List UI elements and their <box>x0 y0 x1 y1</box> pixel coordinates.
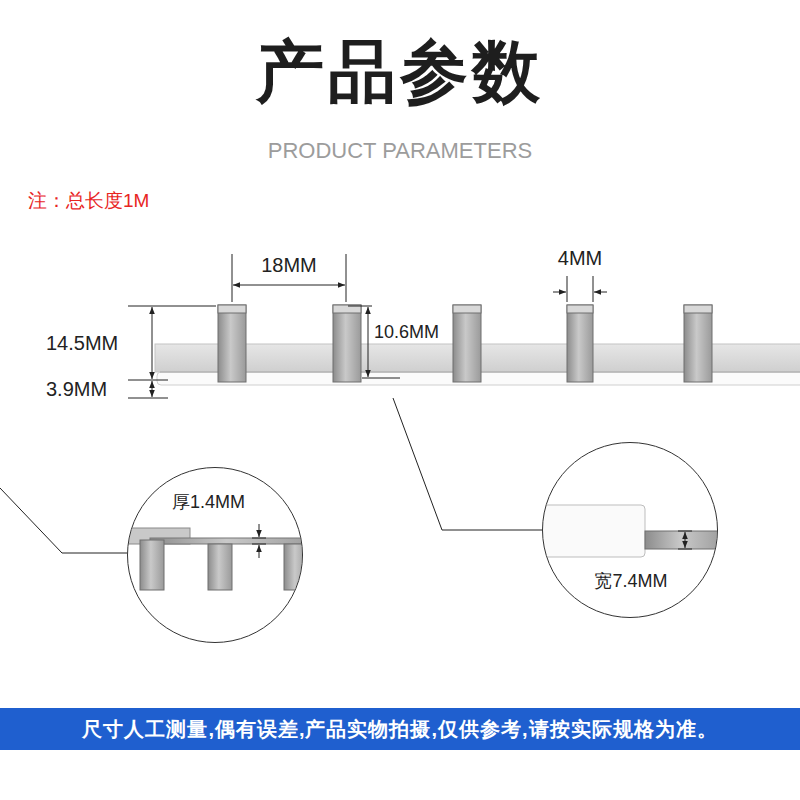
zoom-circle: 厚1.4MM <box>127 467 303 643</box>
extension-line <box>678 531 692 532</box>
extension-line <box>252 538 266 539</box>
extension-line <box>128 306 216 307</box>
leader-line <box>0 488 127 553</box>
dimension-line <box>368 307 369 377</box>
notice-text: 尺寸人工测量,偶有误差,产品实物拍摄,仅供参考,请按实际规格为准。 <box>82 716 717 743</box>
leader-line <box>393 398 542 530</box>
thickness-mark <box>252 524 266 558</box>
dimension-label: 4MM <box>558 247 602 270</box>
subtitle: PRODUCT PARAMETERS <box>268 138 532 163</box>
notice-band: 尺寸人工测量,偶有误差,产品实物拍摄,仅供参考,请按实际规格为准。 <box>0 708 800 750</box>
extension-line <box>346 254 347 302</box>
pin-top <box>567 305 593 313</box>
extension-line <box>678 549 692 550</box>
extension-line <box>128 398 168 399</box>
extension-line <box>252 544 266 545</box>
pin <box>284 544 308 590</box>
pin-top <box>453 305 481 313</box>
pin <box>684 305 712 382</box>
zoom-circle: 宽7.4MM <box>542 442 718 618</box>
extension-line <box>567 276 568 302</box>
page-title: 产品参数 <box>256 32 544 110</box>
zoom-detail <box>530 505 725 557</box>
dimension-label: 14.5MM <box>46 332 118 355</box>
pin-top <box>684 305 712 313</box>
extension-line <box>362 378 400 379</box>
dimension-line <box>553 292 566 293</box>
metal-strip <box>150 538 320 544</box>
dimension-line <box>152 381 153 397</box>
extension-line <box>593 276 594 302</box>
dimension-line <box>259 524 260 537</box>
dimension-label: 宽7.4MM <box>594 571 667 592</box>
pin <box>567 305 593 382</box>
note: 注：总长度1M <box>28 190 149 212</box>
dimension-label: 18MM <box>261 254 317 277</box>
dimension-line <box>594 292 607 293</box>
dimension-lines <box>128 254 607 398</box>
zoom-detail <box>128 528 320 590</box>
extension-line <box>232 254 233 302</box>
dimension-line <box>152 307 153 379</box>
pins <box>218 305 712 382</box>
dimension-label: 10.6MM <box>374 322 439 343</box>
pin <box>333 305 361 382</box>
pin-top <box>218 305 246 313</box>
extension-line <box>128 380 168 381</box>
pin <box>208 544 232 590</box>
dimension-label: 3.9MM <box>46 378 107 401</box>
dimension-line <box>685 532 686 548</box>
pin <box>218 305 246 382</box>
busbar-end <box>530 505 645 557</box>
zoom-circle-ground <box>127 467 303 643</box>
dimension-line <box>259 545 260 558</box>
metal-strip <box>645 531 725 549</box>
pin <box>140 540 164 590</box>
width-mark <box>678 531 692 549</box>
dimension-label: 厚1.4MM <box>172 492 245 513</box>
dimension-line <box>233 285 345 286</box>
extension-line <box>348 306 372 307</box>
pin <box>453 305 481 382</box>
